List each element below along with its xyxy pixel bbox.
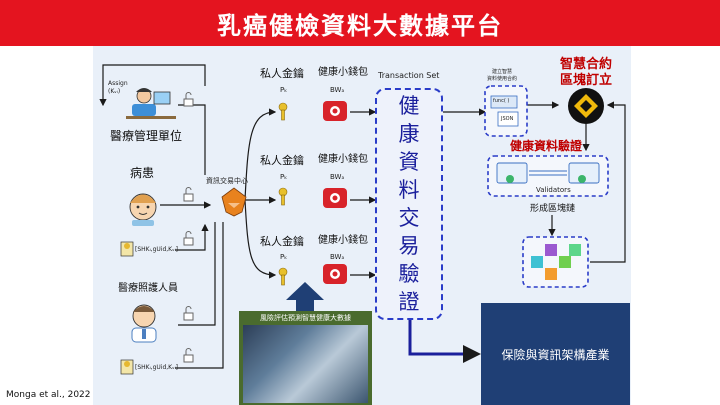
validators-label: Validators [536,186,571,194]
record1-label: [SHKᵢ,gUid,Kᵥᵢ] [135,246,179,253]
to-industry-line [408,320,481,363]
contract-caption-2: 資料使用合約 [487,76,518,82]
transaction-set-label: Transaction Set [378,71,440,80]
smart-contract-line-1: 智慧合約 [560,57,613,72]
branch-bot [244,199,277,279]
industry-box: 保險與資訊架構產業 [481,303,630,405]
record2-icon [120,359,134,375]
record1-icon [120,241,134,257]
func-label: func( ) [493,98,510,104]
bw-label-2: BWₐ [330,173,345,181]
vertical-char: 資 [398,150,420,174]
medical-unit-line [178,104,206,175]
blockchain-logo-icon [568,88,604,124]
pk-label-1: Pₖ [280,86,288,94]
contract-caption-1: 建立智慧 [492,69,513,75]
title-bar: 乳癌健檢資料大數據平台 [0,0,720,46]
record2-label: [SHKᵢ,gUid,Kᵥᵢ] [135,364,179,371]
risk-image-panel: 風險評估預測智慧健康大數據 [239,311,372,405]
bw-label-3: BWₐ [330,253,345,261]
caregiver-label: 醫療照護人員 [118,283,178,294]
validator-card-icon [496,162,600,184]
vertical-char: 易 [398,234,420,258]
loop-line [99,64,206,107]
vertical-char: 康 [398,122,420,146]
private-key-label-2: 私人金鑰 [260,154,304,167]
vertical-char: 料 [398,178,420,202]
private-key-label-3: 私人金鑰 [260,235,304,248]
vertical-char: 證 [398,290,420,314]
exchange-center-label: 資訊交易中心 [206,177,248,185]
transaction-verify-box: 健 康 資 料 交 易 驗 證 [375,88,443,320]
wallet-label-2: 健康小錢包 [318,154,368,165]
patient-icon [129,193,157,226]
fox-icon [221,187,247,217]
contract-box [484,85,528,137]
branch-top [244,108,277,201]
vertical-char: 驗 [398,262,420,286]
pk-label-2: Pₖ [280,173,288,181]
wallet-label-1: 健康小錢包 [318,67,368,78]
page-title: 乳癌健檢資料大數據平台 [217,11,503,40]
record1-line [175,223,209,251]
assign-label: Assign [108,80,128,87]
blocks-icon [531,244,581,280]
caregiver-icon [131,304,157,343]
up-arrow [286,282,324,311]
lock-icon [183,92,194,363]
risk-caption: 風險評估預測智慧健康大數據 [260,314,351,322]
citation: Monga et al., 2022 [6,390,91,400]
industry-label: 保險與資訊架構產業 [501,347,610,362]
assign-key: (Kᵥᵢ) [108,88,121,95]
vertical-char: 健 [398,94,420,118]
pk-label-3: Pₖ [280,253,288,261]
form-chain-label: 形成區塊鏈 [530,204,576,214]
caregiver-line [178,222,216,326]
wallet-icon [323,101,347,284]
bw-label-1: BWₐ [330,86,345,94]
key-icon [278,102,288,286]
health-verify-label: 健康資料驗證 [510,139,583,153]
medical-unit-label: 醫療管理單位 [110,129,183,143]
vertical-char: 交 [398,206,420,230]
record2-line [175,222,224,369]
json-label: JSON [501,116,514,122]
patient-label: 病患 [130,166,155,180]
right-loop-line [590,101,626,263]
smart-contract-line-2: 區塊訂立 [560,73,613,88]
private-key-label-1: 私人金鑰 [260,67,304,80]
doctor-desk-icon [126,88,176,119]
wallet-label-3: 健康小錢包 [318,235,368,246]
risk-photo [243,325,368,403]
